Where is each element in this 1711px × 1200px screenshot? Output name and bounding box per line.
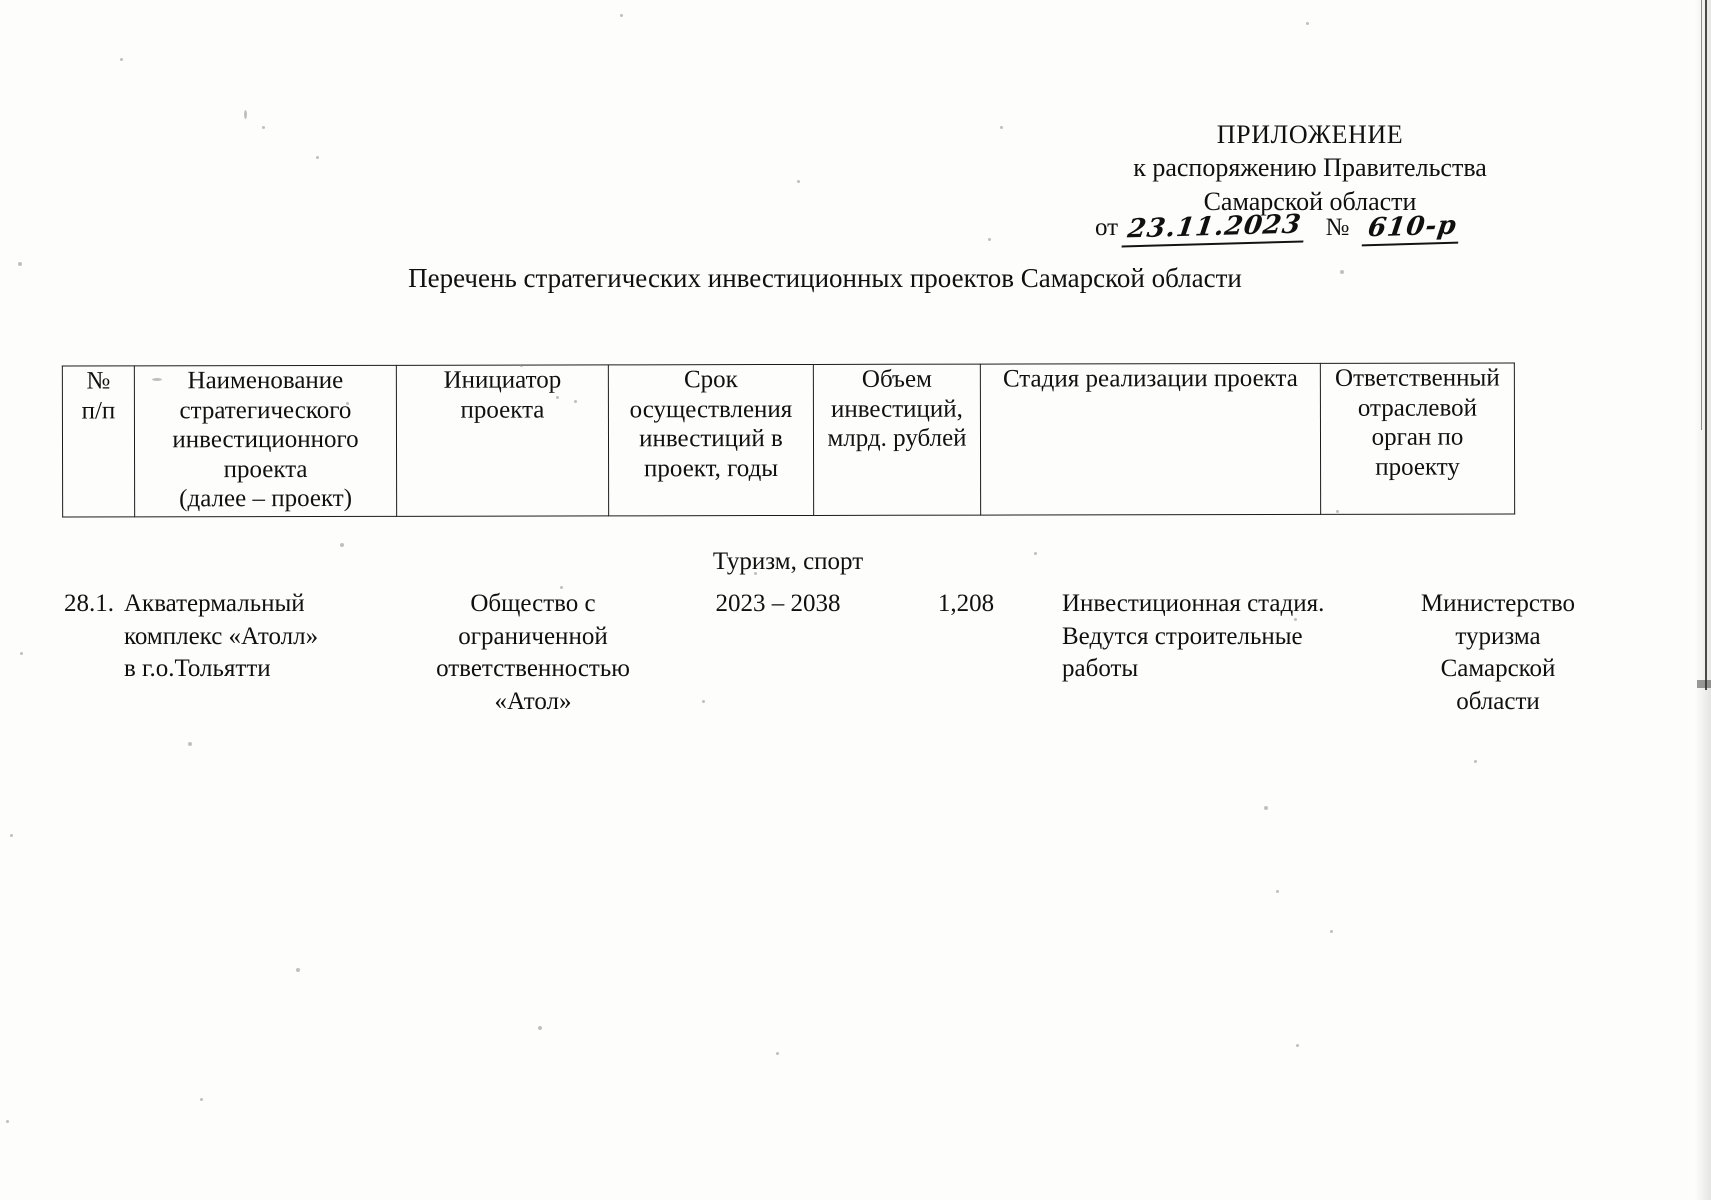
project-name-line1: Акватермальный (124, 590, 305, 617)
column-header-term-line4: проект, годы (643, 454, 779, 482)
column-header-responsible-body: Ответственный отраслевой орган по проект… (1320, 362, 1515, 515)
region-line: Самарской области (1203, 186, 1417, 216)
appendix-label: ПРИЛОЖЕНИЕ (1216, 120, 1404, 149)
cell-project-name: Акватермальный комплекс «Атолл» в г.о.То… (124, 588, 386, 686)
cell-row-number: 28.1. (62, 588, 136, 621)
scan-edge-nick (1697, 680, 1711, 688)
handwritten-number: 610-р (1361, 210, 1463, 247)
column-header-number-line2: п/п (81, 396, 116, 424)
cell-responsible-body: Министерство туризма Самарской области (1402, 588, 1594, 718)
column-header-volume-line1: Объем (861, 365, 932, 393)
section-row-tourism-sport: Туризм, спорт (712, 548, 864, 575)
volume-value: 1,208 (937, 590, 995, 617)
project-name-line3: в г.о.Тольятти (124, 655, 271, 682)
column-header-responsible-line4: проекту (1375, 453, 1460, 481)
initiator-line4: «Атол» (494, 687, 572, 715)
column-header-initiator-line2: проекта (460, 396, 545, 424)
responsible-line3: Самарской (1440, 655, 1556, 682)
column-header-responsible-line1: Ответственный (1335, 364, 1500, 392)
table-header-row: № п/п Наименование стратегического инвес… (62, 362, 1515, 518)
appendix-header: ПРИЛОЖЕНИЕ к распоряжению Правительства … (1100, 118, 1520, 218)
column-header-volume-line3: млрд. рублей (827, 424, 967, 452)
column-header-stage-line1: Стадия реализации проекта (1002, 364, 1298, 393)
stage-line1: Инвестиционная стадия. (1062, 590, 1325, 617)
cell-term: 2023 – 2038 (674, 588, 882, 621)
column-header-initiator: Инициатор проекта (396, 364, 609, 517)
column-header-volume: Объем инвестиций, млрд. рублей (813, 364, 981, 516)
projects-table: № п/п Наименование стратегического инвес… (62, 362, 1515, 518)
order-reference-line: к распоряжению Правительства (1133, 153, 1487, 183)
scan-edge-line (1705, 0, 1707, 690)
column-header-volume-line2: инвестиций, (830, 395, 963, 423)
responsible-line4: области (1456, 687, 1540, 715)
cell-stage: Инвестиционная стадия. Ведутся строитель… (1062, 588, 1392, 686)
row-number-value: 28.1. (64, 590, 114, 617)
scan-edge-line-secondary (1701, 0, 1702, 430)
column-header-responsible-line3: орган по (1371, 423, 1464, 451)
column-header-term-line3: инвестиций в (639, 425, 783, 453)
initiator-line1: Общество с (470, 590, 596, 617)
projects-table-wrapper: № п/п Наименование стратегического инвес… (62, 362, 1515, 518)
stage-line2: Ведутся строительные (1062, 622, 1303, 650)
column-header-number-line1: № (86, 367, 111, 395)
column-header-stage: Стадия реализации проекта (980, 363, 1321, 516)
column-header-term-line2: осуществления (629, 395, 793, 423)
column-header-initiator-line1: Инициатор (443, 366, 562, 394)
column-header-term: Срок осуществления инвестиций в проект, … (608, 364, 814, 516)
column-header-name-line2: стратегического (179, 396, 352, 424)
date-and-number-line: от 23.11.2023 № 610-р (1095, 209, 1535, 248)
responsible-line2: туризма (1455, 622, 1541, 650)
date-label: от (1095, 214, 1119, 241)
project-name-line2: комплекс «Атолл» (124, 622, 319, 650)
column-header-responsible-line2: отраслевой (1357, 394, 1478, 422)
stage-line3: работы (1062, 655, 1139, 682)
cell-initiator: Общество с ограниченной ответственностью… (402, 588, 664, 718)
responsible-line1: Министерство (1420, 590, 1576, 617)
number-label: № (1325, 214, 1350, 241)
initiator-line2: ограниченной (458, 622, 608, 650)
column-header-name-line3: инвестиционного (172, 425, 359, 454)
handwritten-date: 23.11.2023 (1121, 209, 1308, 248)
initiator-line3: ответственностью (436, 655, 630, 682)
column-header-name-line5: (далее – проект) (179, 484, 353, 513)
column-header-term-line1: Срок (683, 366, 738, 394)
scan-edge-shadow (1695, 0, 1711, 1200)
column-header-name-line4: проекта (223, 455, 308, 483)
page-title: Перечень стратегических инвестиционных п… (408, 263, 1242, 293)
column-header-name: Наименование стратегического инвестицион… (134, 365, 397, 517)
term-value: 2023 – 2038 (715, 590, 841, 617)
column-header-number: № п/п (62, 365, 135, 518)
column-header-name-line1: Наименование (187, 366, 344, 395)
cell-volume: 1,208 (882, 588, 1050, 621)
